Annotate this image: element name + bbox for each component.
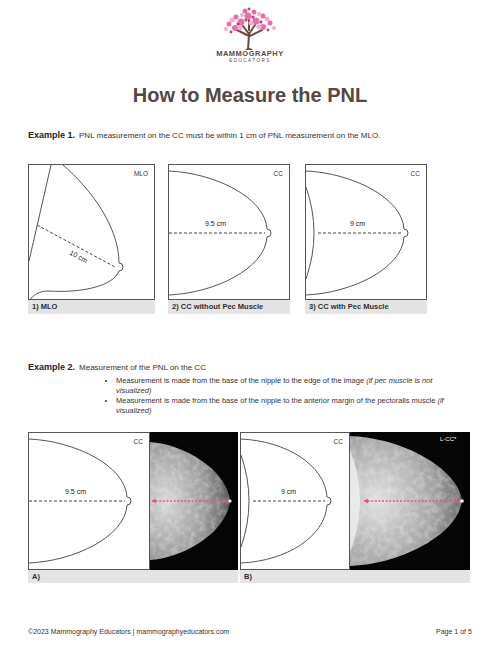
caption-text: 1) MLO (32, 303, 57, 311)
caption-text: A) (32, 573, 40, 581)
example-heading: Example 2. (28, 362, 75, 372)
example-line: Example 2. Measurement of the PNL on the … (28, 362, 478, 374)
view-label: MLO (134, 170, 148, 177)
diagram-panel: CC 9.5 cm (168, 164, 290, 300)
caption-band: B) (240, 570, 470, 583)
example-text: PNL measurement on the CC must be within… (79, 131, 380, 140)
logo-text: EDUCATORS (0, 59, 500, 64)
dimension-label: 9 cm (350, 220, 365, 228)
diagram-panel: MLO10 cm (28, 164, 155, 300)
bullet-item: Measurement is made from the base of the… (116, 396, 446, 416)
page-title: How to Measure the PNL (0, 84, 500, 106)
caption-band: A) (28, 570, 238, 583)
diagram-panel: CC 9.5 cm (28, 432, 150, 570)
view-label: CC (274, 170, 283, 177)
dimension-label: 9 cm (281, 488, 296, 496)
breast-outline (306, 165, 426, 299)
caption-text: 3) CC with Pec Muscle (309, 303, 389, 311)
breast-outline (29, 433, 149, 569)
logo-tree (215, 6, 285, 50)
bullet-item: Measurement is made from the base of the… (116, 376, 446, 396)
example-heading: Example 1. (28, 130, 75, 140)
caption-band: 1) MLO (28, 300, 155, 314)
logo-text: MAMMOGRAPHY (0, 50, 500, 58)
breast-outline (29, 165, 154, 299)
mammogram-image (350, 432, 470, 570)
caption-band: 2) CC without Pec Muscle (168, 300, 290, 314)
caption-text: 2) CC without Pec Muscle (172, 303, 263, 311)
page-number: Page 1 of 5 (436, 628, 472, 636)
bullet-list: Measurement is made from the base of the… (106, 376, 446, 417)
breast-outline (241, 433, 349, 569)
breast-outline (169, 165, 289, 299)
diagram-panel: CC 9 cm (305, 164, 427, 300)
dimension-label: 9.5 cm (65, 488, 86, 496)
view-label: CC (411, 170, 420, 177)
bullet-text: Measurement is made from the base of the… (116, 376, 364, 385)
caption-band: 3) CC with Pec Muscle (305, 300, 427, 314)
image-label: L-CC* (440, 436, 456, 443)
view-label: CC (334, 438, 343, 445)
dimension-label: 9.5 cm (205, 220, 226, 228)
example-line: Example 1. PNL measurement on the CC must… (28, 130, 478, 142)
view-label: CC (134, 438, 143, 445)
example-text: Measurement of the PNL on the CC (79, 363, 206, 372)
footer-text: ©2023 Mammography Educators | mammograph… (28, 628, 229, 636)
diagram-panel: CC 9 cm (240, 432, 350, 570)
mammogram-image (150, 432, 238, 570)
caption-text: B) (244, 573, 252, 581)
bullet-text: Measurement is made from the base of the… (116, 396, 435, 405)
